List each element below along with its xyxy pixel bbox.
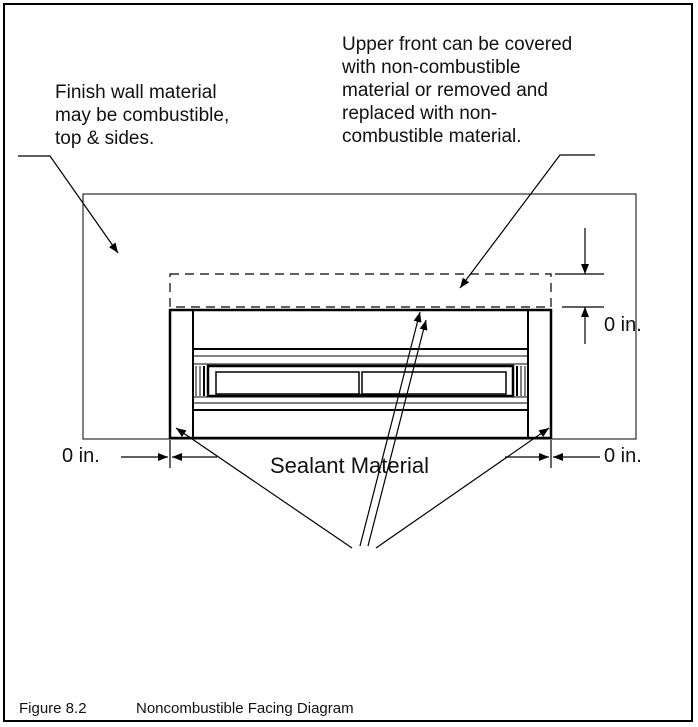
- left-side-post: [169, 309, 194, 439]
- glass-door-right: [361, 371, 507, 395]
- figure-number: Figure 8.2: [19, 700, 87, 717]
- sealant-leader-center-right: [367, 319, 428, 547]
- sealant-material-label: Sealant Material: [270, 453, 429, 478]
- right-side-post: [527, 309, 552, 439]
- upper-front-leader: [459, 154, 595, 289]
- finish-wall-outline: [82, 193, 637, 440]
- sealant-leader-center-left: [359, 311, 422, 547]
- fireplace-outer-frame: [168, 308, 553, 440]
- bottom-right-clearance-label: 0 in.: [604, 445, 642, 467]
- upper-front-note: Upper front can be covered with non-comb…: [342, 34, 573, 147]
- glass-door-frame: [206, 364, 515, 398]
- sealant-leader-right: [375, 427, 550, 549]
- bottom-clearance-dimensions: [121, 440, 600, 468]
- leader-arrows: [18, 154, 595, 549]
- top-clearance-dimension: [555, 228, 604, 344]
- top-clearance-label: 0 in.: [604, 314, 642, 336]
- upper-front-dashed: [169, 273, 552, 308]
- bottom-left-clearance-label: 0 in.: [62, 445, 100, 467]
- figure-title: Noncombustible Facing Diagram: [136, 700, 354, 717]
- finish-wall-leader: [18, 155, 119, 254]
- sealant-leader-left: [175, 427, 353, 549]
- glass-door-left: [215, 371, 360, 395]
- finish-wall-note: Finish wall material may be combustible,…: [55, 82, 230, 149]
- figure-frame: [3, 3, 693, 722]
- fireplace-unit: [168, 308, 553, 440]
